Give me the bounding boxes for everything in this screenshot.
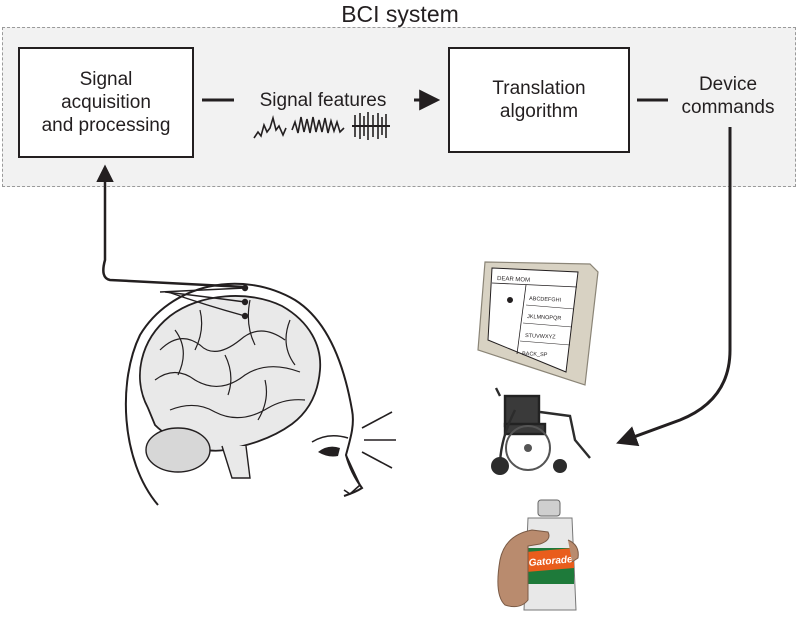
vision-rays-icon: [361, 411, 396, 469]
electrode-icon: [241, 284, 249, 292]
cursor-icon: [507, 297, 513, 303]
brain-folds: [154, 299, 306, 421]
nose-icon: [343, 454, 361, 496]
hand-icon: [497, 529, 550, 608]
monitor-row-text: ABCDEFGHI: [529, 296, 562, 304]
device-commands-label: Device commands: [681, 74, 775, 118]
electrode-icon: [241, 298, 249, 306]
wheelchair-icon: [491, 387, 591, 475]
arrow-brain-to-acquisition: [96, 164, 246, 289]
brainstem: [221, 445, 251, 479]
brow-line: [311, 434, 349, 443]
translation-algorithm-label: Translation algorithm: [492, 78, 586, 122]
eeg-waveform-icon: [253, 114, 287, 139]
bottle-brand-text: Gatorade: [528, 554, 573, 569]
electrode-icon: [241, 312, 249, 320]
bottle-in-hand-icon: Gatorade: [497, 499, 579, 611]
monitor-row-text: JKLMNOPQR: [527, 314, 562, 322]
spike-train-icon: [352, 112, 390, 140]
oscillation-waveform-icon: [291, 116, 345, 134]
monitor-screen: [487, 267, 579, 373]
monitor-header-text: DEAR MOM: [497, 276, 530, 284]
monitor-row-text: BACK_SP: [522, 351, 548, 358]
translation-algorithm-box: Translation algorithm: [448, 47, 630, 153]
monitor-row-text: STUVWXYZ: [525, 333, 556, 341]
bci-system-title: BCI system: [341, 1, 459, 27]
signal-features-label: Signal features: [259, 90, 387, 111]
eye-icon: [318, 446, 340, 457]
cerebellum-icon: [145, 427, 211, 473]
monitor-device: DEAR MOM ABCDEFGHI JKLMNOPQR STUVWXYZ BA…: [477, 261, 599, 386]
signal-acquisition-label: Signal acquisition and processing: [41, 69, 171, 136]
arrow-commands-to-devices: [616, 127, 732, 447]
electrode-leads: [159, 287, 246, 317]
signal-feature-waveforms: [253, 112, 390, 140]
signal-acquisition-box: Signal acquisition and processing: [18, 47, 194, 158]
head-illustration: [124, 282, 396, 506]
